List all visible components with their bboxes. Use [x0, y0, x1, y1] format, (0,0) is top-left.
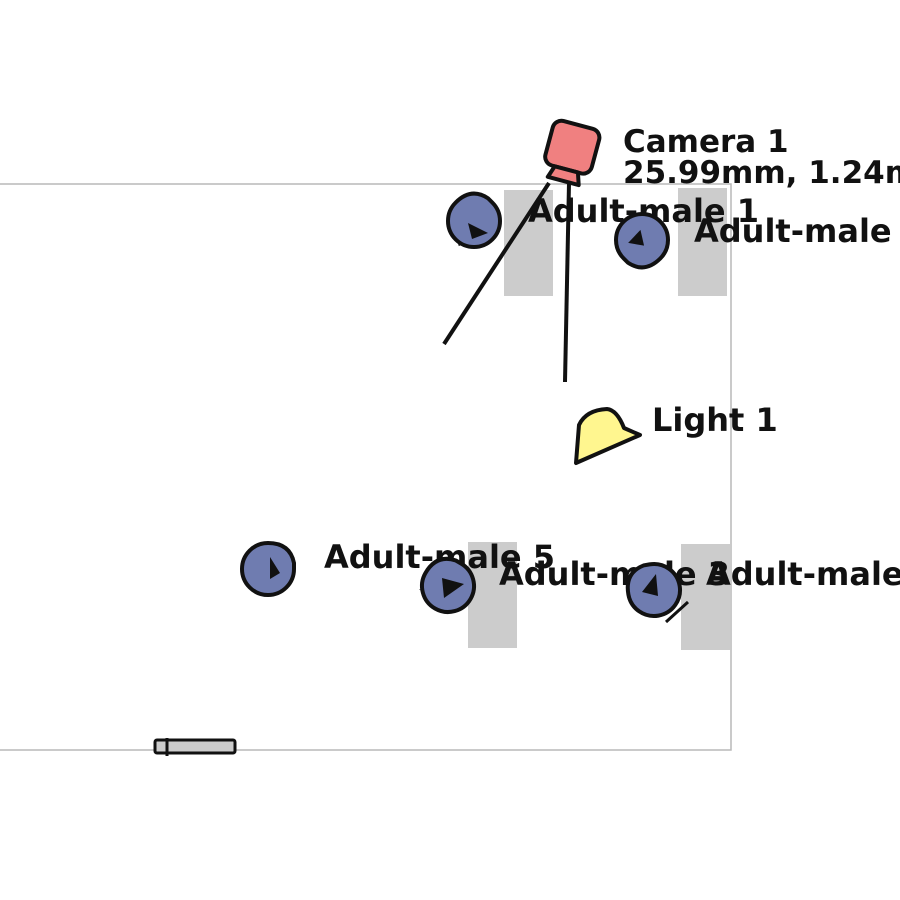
door-icon[interactable]	[153, 738, 237, 756]
camera-fov-line-right	[563, 182, 571, 383]
person-icon[interactable]	[412, 550, 483, 621]
camera-specs-label: 25.99mm, 1.24m	[623, 155, 900, 191]
stand-panel	[681, 544, 730, 650]
stand-panel	[468, 542, 517, 648]
subject-label-4: Adult-male 4	[706, 555, 900, 593]
light-name-label: Light 1	[652, 401, 778, 439]
subject-label-2: Adult-male 2	[694, 212, 900, 250]
camera-fov-line-left	[442, 181, 551, 346]
camera-icon[interactable]	[540, 118, 602, 188]
person-icon[interactable]	[437, 184, 511, 258]
person-icon[interactable]	[240, 540, 296, 597]
person-icon[interactable]	[624, 560, 690, 624]
stand-panel	[678, 188, 727, 296]
person-icon[interactable]	[605, 203, 679, 277]
subject-label-3: Adult-male 3	[499, 555, 730, 593]
camera-name-label: Camera 1	[623, 124, 789, 160]
room-outline	[0, 183, 732, 751]
light-icon[interactable]	[574, 407, 642, 465]
